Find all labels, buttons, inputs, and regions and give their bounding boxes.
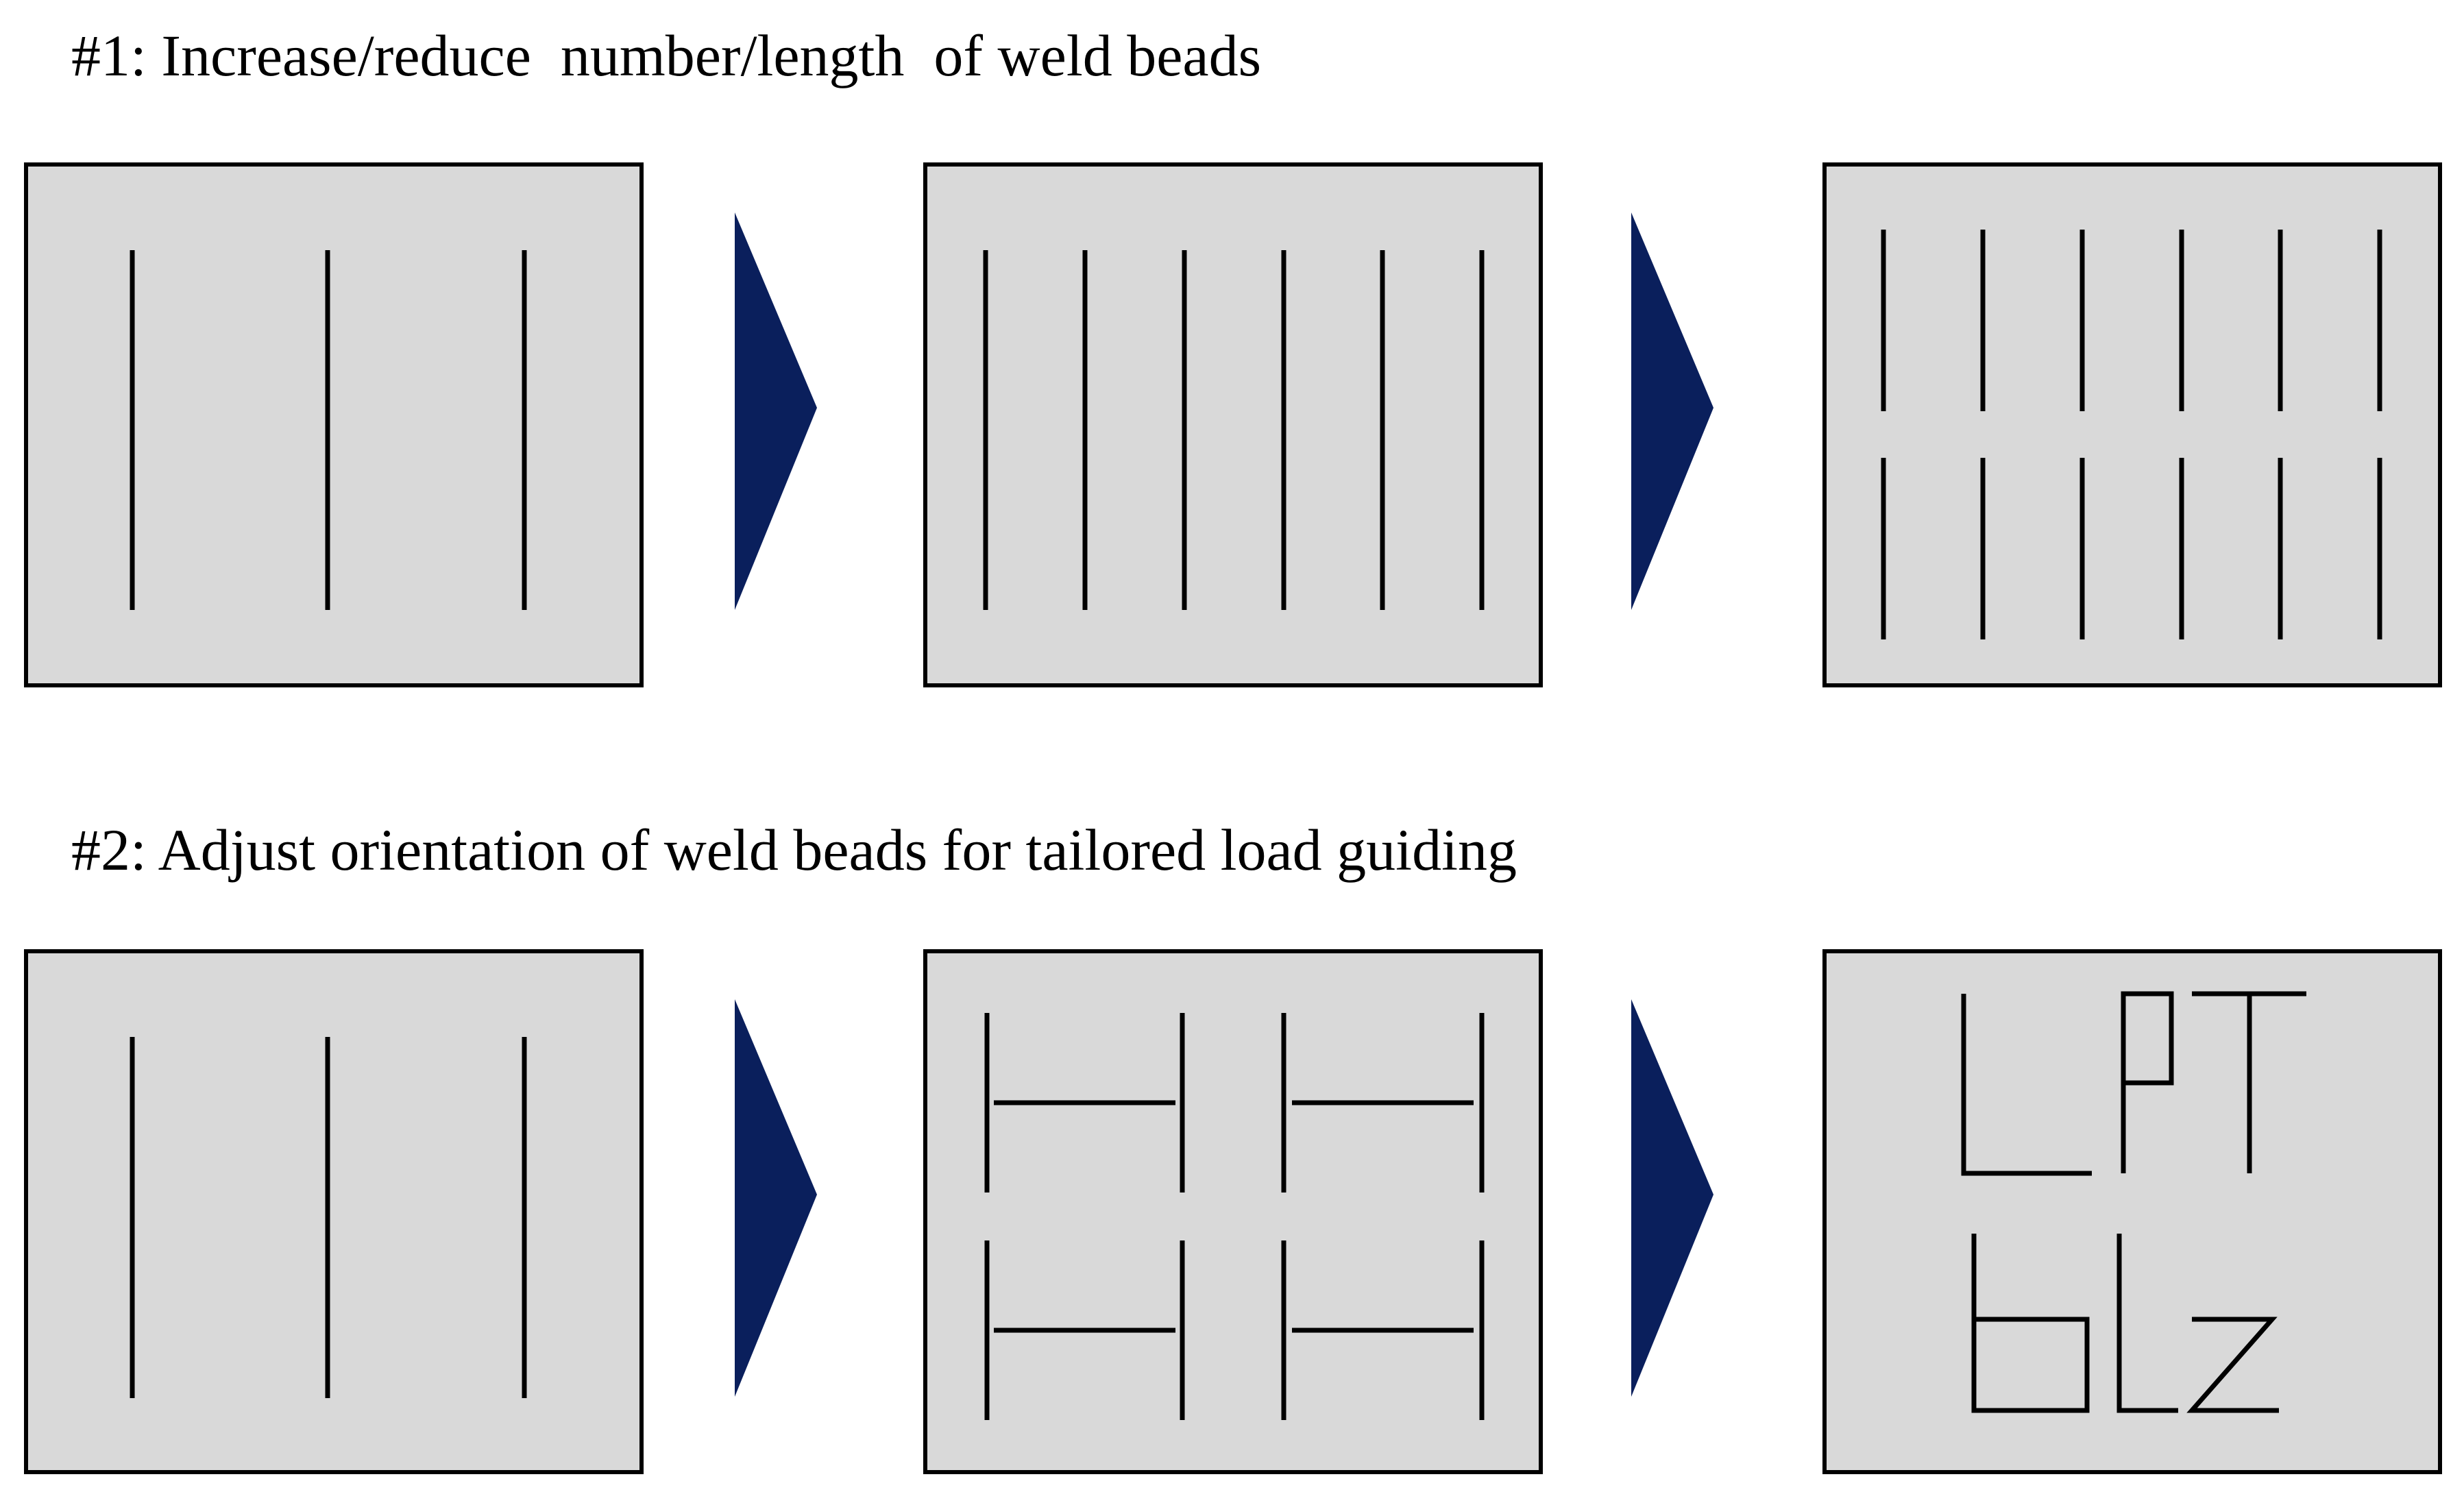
weld-beads	[130, 250, 527, 610]
arrow-right-icon	[735, 999, 817, 1397]
panel-background	[923, 162, 1543, 687]
panel-background	[24, 162, 644, 687]
panel-background	[923, 949, 1543, 1474]
row1-panel-3	[1822, 162, 2442, 687]
panel-background	[1822, 949, 2442, 1474]
arrow-right-icon	[735, 212, 817, 610]
weld-beads	[130, 1037, 527, 1398]
weld-beads	[984, 1013, 1485, 1420]
weld-bead-letter-l2	[2117, 1234, 2178, 1413]
row1-panel-1	[24, 162, 644, 687]
caption-row-1: #1: Increase/reduce number/length of wel…	[71, 23, 1262, 88]
weld-beads	[983, 250, 1485, 610]
row2-panel-2	[923, 949, 1543, 1474]
weld-bead-letter-l	[1961, 994, 2092, 1176]
row2-panel-1	[24, 949, 644, 1474]
panel-background	[24, 949, 644, 1474]
arrow-right-icon	[1631, 212, 1713, 610]
weld-bead-letter-b	[1971, 1234, 2090, 1413]
weld-bead-letter-p	[2121, 991, 2174, 1173]
panel-background	[1822, 162, 2442, 687]
row2-panel-3	[1822, 949, 2442, 1474]
arrow-right-icon	[1631, 999, 1713, 1397]
caption-row-2: #2: Adjust orientation of weld beads for…	[71, 817, 1517, 883]
weld-bead-letter-z	[2186, 1317, 2279, 1413]
row1-panel-2	[923, 162, 1543, 687]
weld-beads	[1881, 230, 2382, 639]
logo-weld-beads	[1961, 991, 2306, 1413]
